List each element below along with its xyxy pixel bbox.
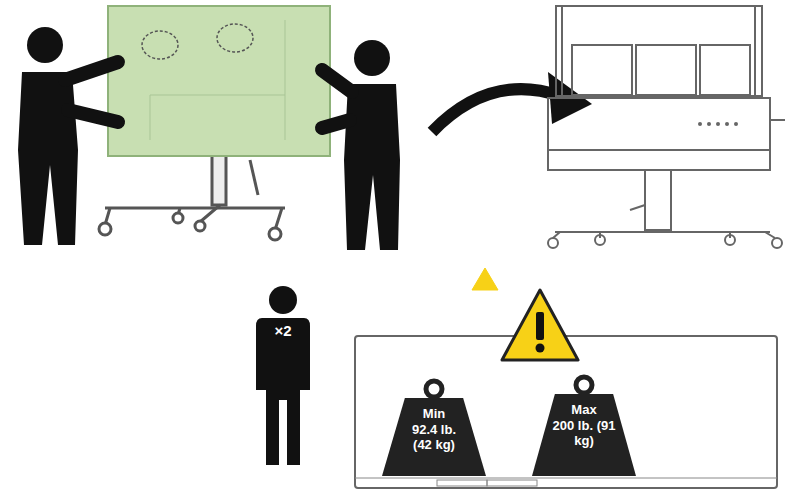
hole <box>716 122 720 126</box>
person-left <box>18 27 118 245</box>
hole <box>707 122 711 126</box>
weight-label: Max <box>532 402 636 418</box>
stand-holes <box>698 122 738 126</box>
weight-label: 92.4 lb. (42 kg) <box>402 422 466 453</box>
weight-icon: Min92.4 lb. (42 kg) <box>382 378 486 476</box>
right-stand <box>548 6 785 248</box>
person-icon <box>256 286 310 465</box>
weight-body <box>382 398 486 476</box>
curved-arrow <box>432 72 592 132</box>
weight-body <box>532 394 636 476</box>
count-label: ×2 <box>268 322 298 340</box>
warning-triangle <box>502 290 578 360</box>
weight-label: Min <box>382 406 486 422</box>
person-right <box>322 40 400 250</box>
person-count: ×2 <box>268 320 298 346</box>
hole <box>734 122 738 126</box>
display-panel <box>108 6 330 156</box>
weight-ring <box>426 381 442 397</box>
left-stand <box>99 150 285 240</box>
warning-triangle-small <box>472 268 498 290</box>
weight-icon: Max200 lb. (91 kg) <box>532 374 636 476</box>
hole <box>698 122 702 126</box>
hole <box>725 122 729 126</box>
weight-label: 200 lb. (91 kg) <box>552 418 616 449</box>
weight-ring <box>576 377 592 393</box>
